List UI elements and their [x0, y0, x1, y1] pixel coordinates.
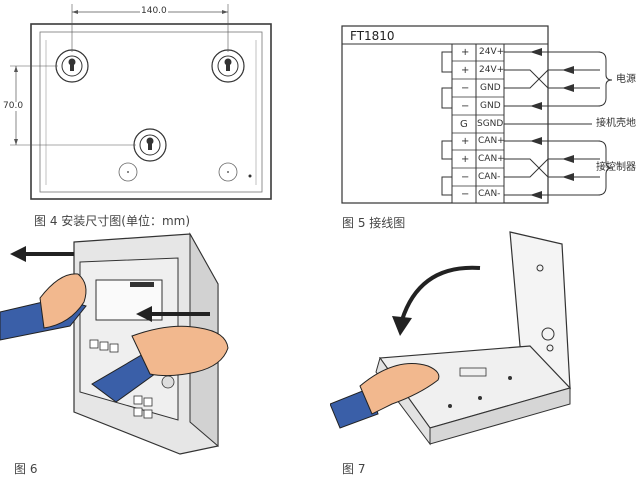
polarity-8: − — [461, 172, 470, 183]
figure-5-wiring-diagram: FT1810 + + − − G + + − − 24V+ 24V+ GND G… — [330, 0, 640, 210]
terminal-9: CAN- — [478, 189, 501, 199]
figure-4-dimension-drawing: 140.0 70.0 — [0, 0, 300, 205]
polarity-3: − — [461, 83, 470, 94]
figure-5-caption: 图 5 接线图 — [342, 216, 406, 230]
polarity-4: − — [461, 101, 470, 112]
terminal-block — [341, 25, 613, 204]
figure-7-caption: 图 7 — [342, 462, 366, 476]
polarity-2: + — [461, 65, 470, 76]
terminal-5: SGND — [477, 119, 504, 129]
device-open-cover — [329, 231, 572, 446]
polarity-5: G — [460, 119, 468, 130]
power-label: 电源 — [616, 74, 636, 85]
figure-4-caption: 图 4 安装尺寸图(单位：mm) — [34, 214, 191, 228]
rotate-arrow — [392, 265, 481, 336]
dimension-width-label: 140.0 — [140, 6, 168, 16]
dimension-height-label: 70.0 — [3, 101, 24, 111]
terminal-1: 24V+ — [479, 47, 505, 57]
polarity-9: − — [461, 189, 470, 200]
pull-arrow-left — [10, 246, 74, 262]
polarity-6: + — [461, 136, 470, 147]
terminal-7: CAN+ — [478, 154, 505, 164]
polarity-7: + — [461, 154, 470, 165]
terminal-4: GND — [480, 101, 501, 111]
terminal-8: CAN- — [478, 172, 501, 182]
mounting-back-plate — [10, 4, 272, 200]
polarity-1: + — [461, 47, 470, 58]
shell-ground-label: 接机壳地 — [596, 118, 636, 129]
slide-arrow-left — [136, 306, 210, 322]
figure-7-illustration — [329, 228, 640, 456]
terminal-6: CAN+ — [478, 136, 505, 146]
model-label: FT1810 — [350, 29, 395, 43]
figure-6-illustration — [0, 232, 320, 457]
device-cover-removal — [0, 232, 229, 455]
figure-6-caption: 图 6 — [14, 462, 38, 476]
terminal-2: 24V+ — [479, 65, 505, 75]
controller-label: 接控制器 — [596, 162, 636, 173]
terminal-3: GND — [480, 83, 501, 93]
